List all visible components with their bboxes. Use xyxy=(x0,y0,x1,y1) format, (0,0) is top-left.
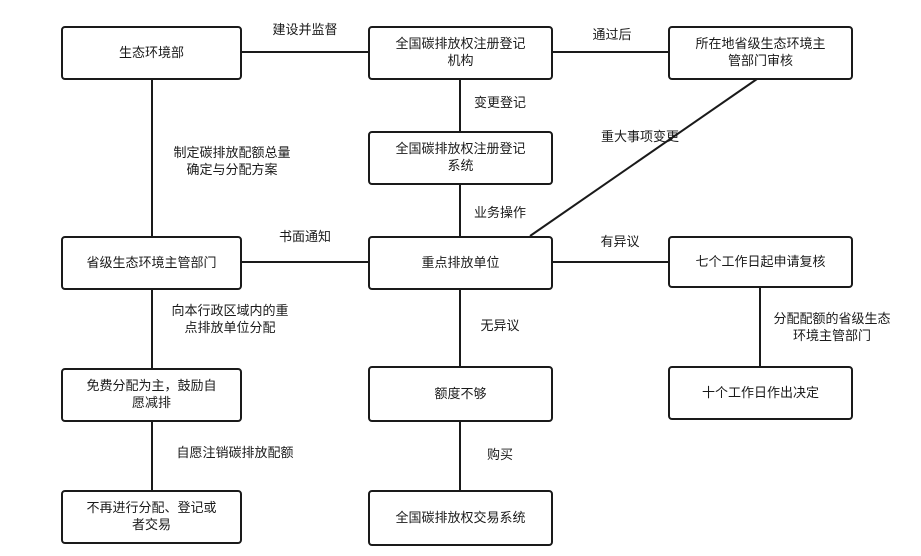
label-major-change: 重大事项变更 xyxy=(600,130,679,145)
label-after-pass: 通过后 xyxy=(592,28,632,43)
label-written-notice: 书面通知 xyxy=(278,230,331,245)
label-quota-plan: 制定碳排放配额总量 确定与分配方案 xyxy=(173,146,291,178)
node-prov-dept: 省级生态环境主管部门 xyxy=(61,236,242,290)
edge-unit-review xyxy=(529,78,758,237)
node-quota-short: 额度不够 xyxy=(368,366,553,422)
label-build-supervise: 建设并监督 xyxy=(272,23,338,38)
node-prov-review: 所在地省级生态环境主 管部门审核 xyxy=(668,26,853,80)
label-no-objection: 无异议 xyxy=(480,319,520,334)
node-no-more: 不再进行分配、登记或 者交易 xyxy=(61,490,242,544)
label-objection: 有异议 xyxy=(600,235,640,250)
node-ten-days: 十个工作日作出决定 xyxy=(668,366,853,420)
label-buy: 购买 xyxy=(486,448,513,463)
label-business-op: 业务操作 xyxy=(473,206,526,221)
node-seven-days: 七个工作日起申请复核 xyxy=(668,236,853,288)
node-free-alloc: 免费分配为主，鼓励自 愿减排 xyxy=(61,368,242,422)
label-prov-alloc: 分配配额的省级生态 环境主管部门 xyxy=(773,312,891,344)
node-ministry: 生态环境部 xyxy=(61,26,242,80)
label-allocate-units: 向本行政区域内的重 点排放单位分配 xyxy=(171,304,289,336)
label-change-reg: 变更登记 xyxy=(473,96,526,111)
node-registry-org: 全国碳排放权注册登记 机构 xyxy=(368,26,553,80)
label-voluntary-cancel: 自愿注销碳排放配额 xyxy=(176,446,294,461)
node-key-unit: 重点排放单位 xyxy=(368,236,553,290)
node-registry-sys: 全国碳排放权注册登记 系统 xyxy=(368,131,553,185)
node-trade-sys: 全国碳排放权交易系统 xyxy=(368,490,553,546)
